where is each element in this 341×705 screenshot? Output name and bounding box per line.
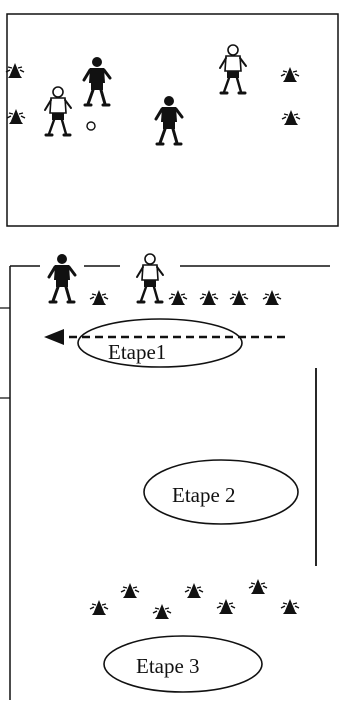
cone-icon	[6, 108, 26, 125]
cone-icon	[216, 598, 236, 615]
cone-icon	[120, 582, 140, 599]
cone-icon	[262, 289, 282, 306]
cone-icon	[168, 289, 188, 306]
step-1-label: Etape1	[108, 340, 166, 364]
step-2-label: Etape 2	[172, 483, 236, 507]
player-light-icon	[135, 252, 165, 304]
player-dark-icon	[82, 55, 112, 107]
step-3-ellipse	[103, 635, 263, 693]
cone-icon	[280, 66, 300, 83]
arrow-head-icon	[44, 329, 64, 345]
cone-icon	[248, 578, 268, 595]
step-1-ellipse	[77, 318, 243, 368]
ball-icon	[86, 121, 96, 131]
cone-icon	[89, 599, 109, 616]
cone-icon	[280, 598, 300, 615]
player-dark-icon	[47, 252, 77, 304]
cone-icon	[5, 62, 25, 79]
step-3-label: Etape 3	[136, 654, 200, 678]
cone-icon	[89, 289, 109, 306]
cone-icon	[229, 289, 249, 306]
player-light-icon	[43, 85, 73, 137]
player-dark-icon	[154, 94, 184, 146]
cone-icon	[199, 289, 219, 306]
step-2-ellipse	[143, 459, 299, 525]
cone-icon	[184, 582, 204, 599]
cone-icon	[152, 603, 172, 620]
player-light-icon	[218, 43, 248, 95]
top-field	[6, 13, 339, 227]
cone-icon	[281, 109, 301, 126]
